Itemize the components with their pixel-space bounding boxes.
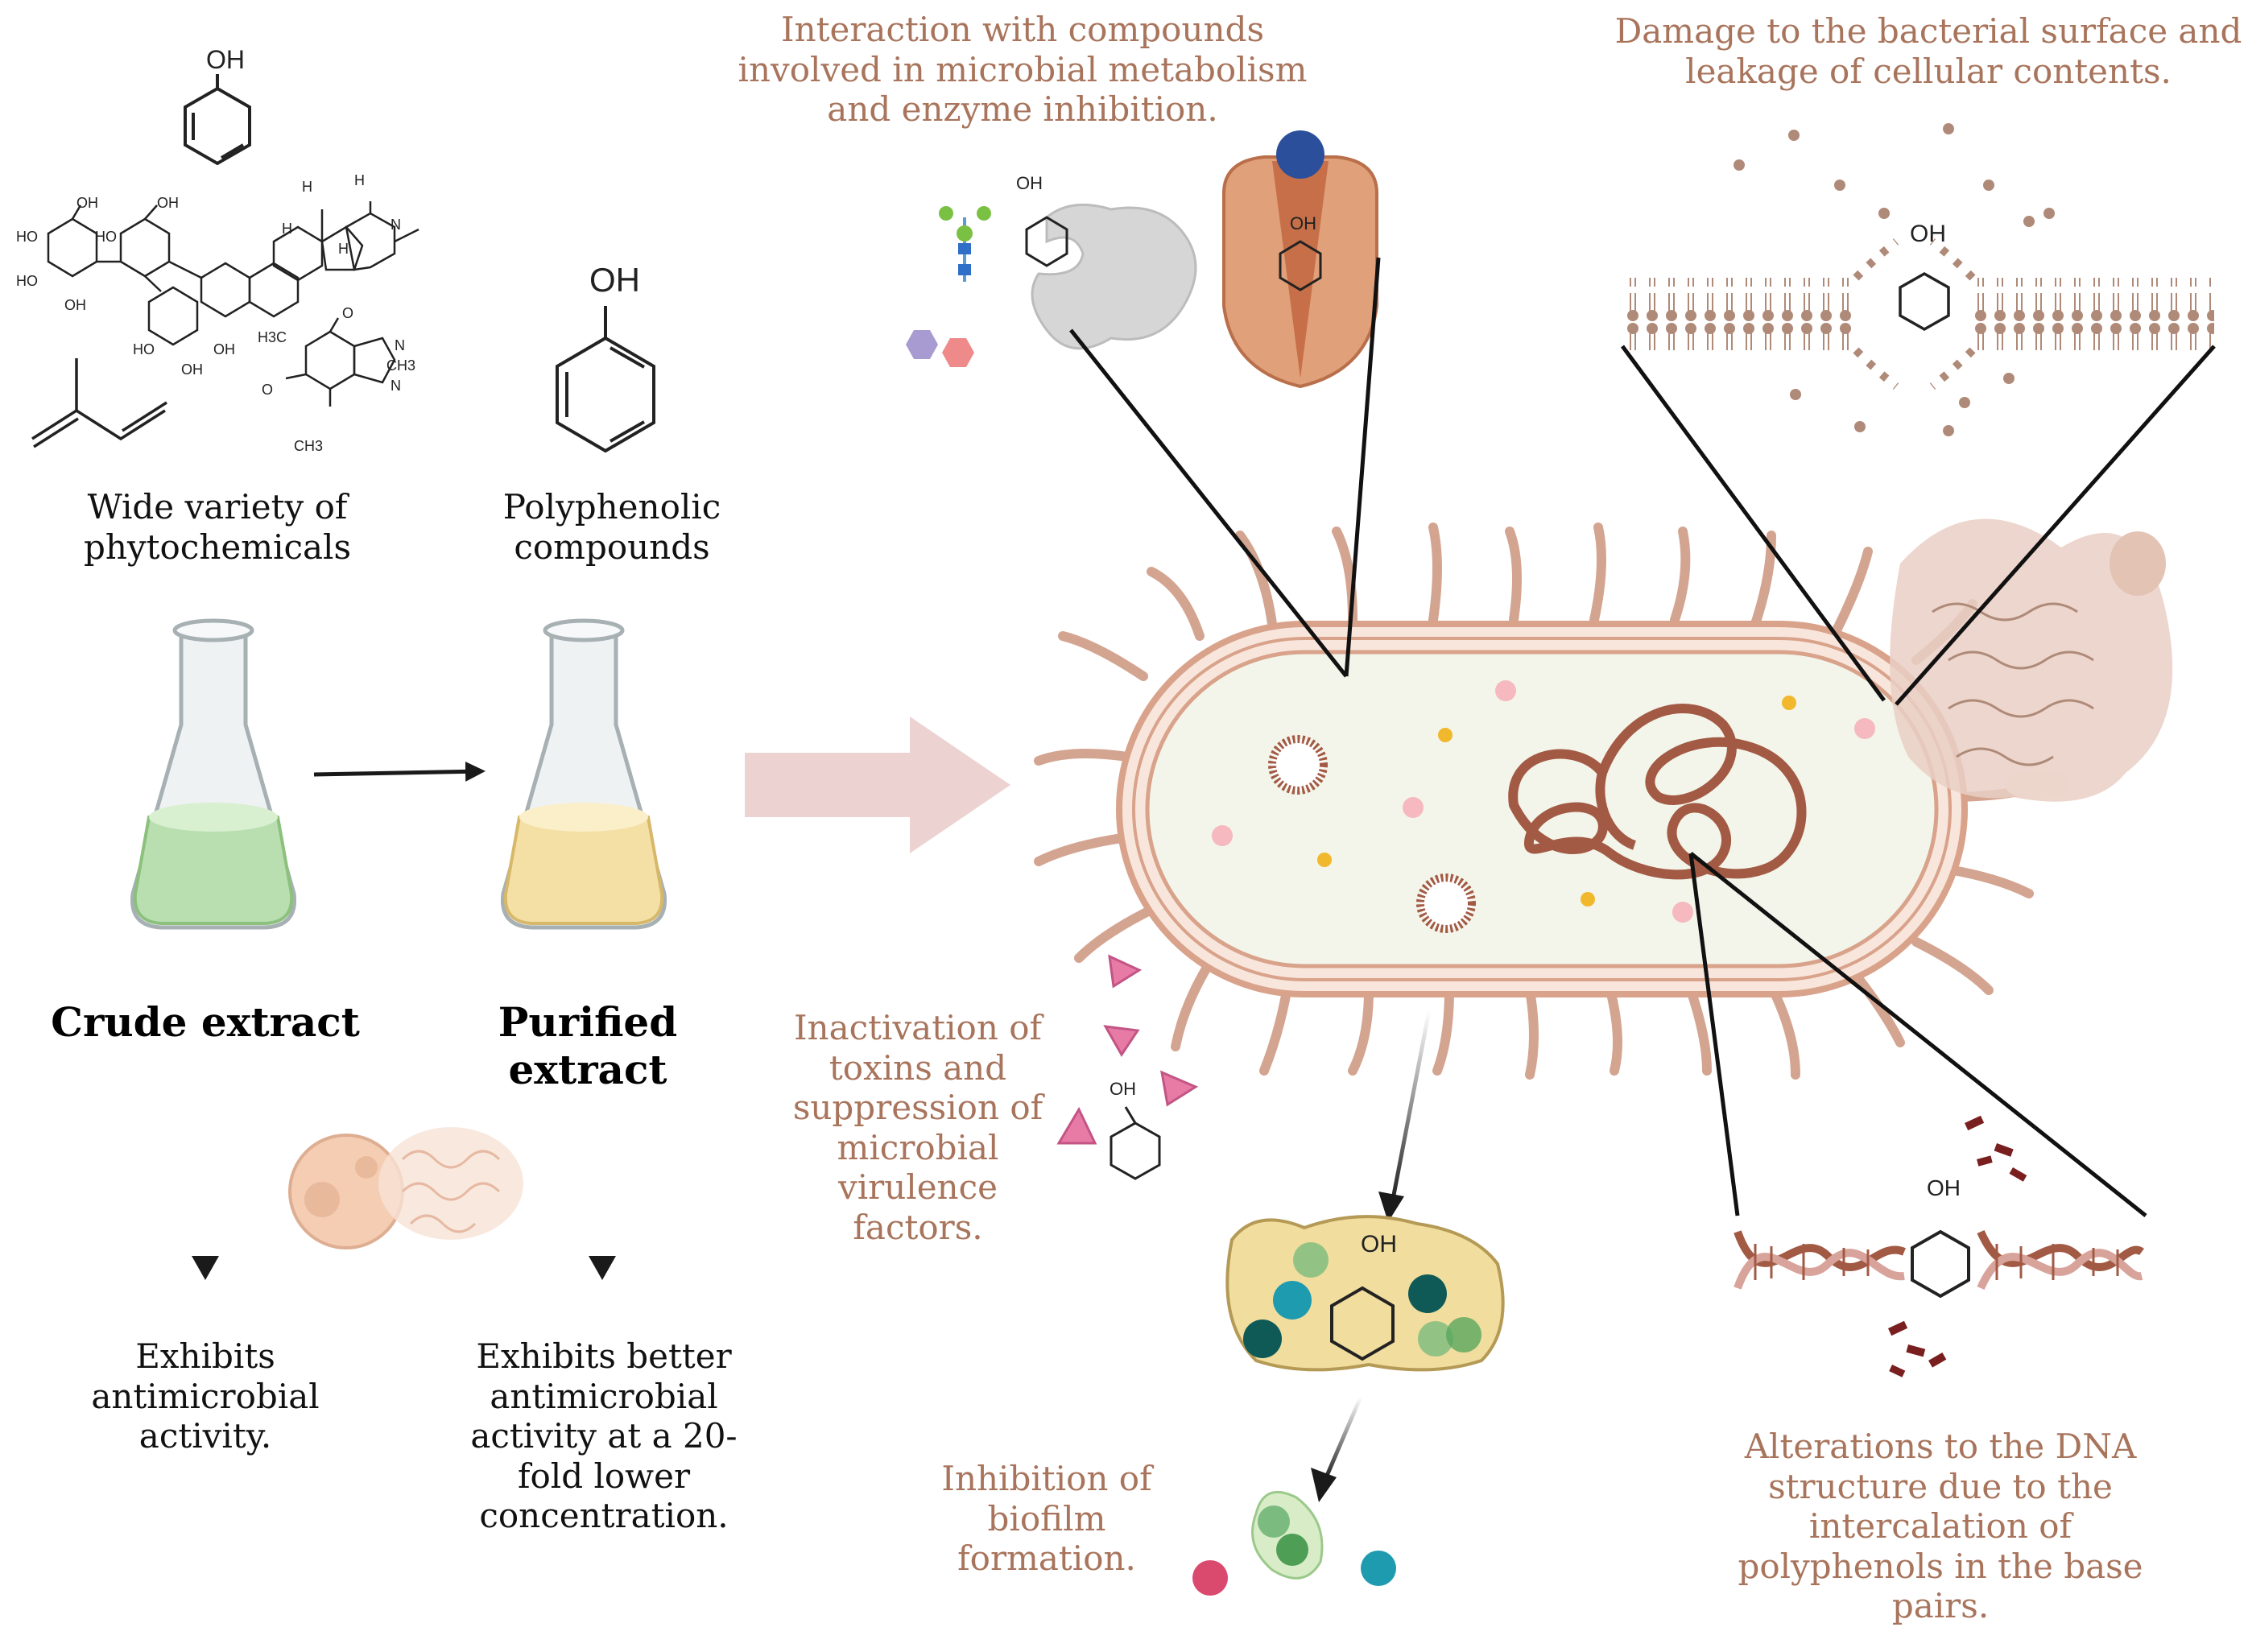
dispersed-bacteria bbox=[1192, 1490, 1396, 1596]
dna-helix-illustration bbox=[1734, 1229, 2144, 1299]
h3c-label: H3C bbox=[258, 329, 287, 345]
ch3-label: CH3 bbox=[386, 357, 415, 374]
leaking-cell-contents bbox=[1890, 518, 2173, 802]
bacterium-cytoplasm bbox=[1145, 650, 1939, 968]
cytoplasm-granules bbox=[1212, 680, 1875, 923]
oh-label: OH bbox=[1910, 221, 1946, 247]
n-label: N bbox=[391, 217, 401, 233]
oh-label: OH bbox=[213, 341, 235, 357]
ho-label: HO bbox=[16, 229, 38, 245]
crude-extract-flask bbox=[130, 618, 297, 930]
purified-extract-label: Purified extract bbox=[498, 998, 678, 1093]
toxin-inactivation-label: Inactivation of toxins and suppression o… bbox=[792, 1008, 1043, 1247]
lysing-cell-illustration bbox=[288, 1127, 523, 1249]
crude-extract-label: Crude extract bbox=[51, 998, 360, 1046]
ho-label: OH bbox=[157, 195, 179, 211]
phenol-oh-label: OH bbox=[206, 45, 245, 74]
polyphenol-structure bbox=[556, 306, 655, 453]
oh-label: OH bbox=[1110, 1079, 1136, 1099]
toxin-phenol bbox=[1110, 1106, 1161, 1180]
oh-label: OH bbox=[1016, 173, 1043, 193]
h-label: H bbox=[354, 172, 365, 188]
oh-label: OH bbox=[1927, 1175, 1961, 1200]
o-label: O bbox=[342, 305, 353, 321]
isoprene-structure bbox=[31, 358, 167, 448]
purified-extract-flask bbox=[500, 618, 667, 930]
biofilm-illustration: OH bbox=[1225, 1215, 1505, 1372]
phytochemicals-label: Wide variety of phytochemicals bbox=[83, 487, 352, 567]
vesicle bbox=[1268, 735, 1328, 795]
enzyme-interaction-illustration: OH OH bbox=[906, 130, 1378, 389]
purified-effect-text: Exhibits better antimicrobial activity a… bbox=[470, 1336, 738, 1536]
dna-alteration-label: Alterations to the DNA structure due to … bbox=[1738, 1427, 2143, 1626]
ho-label: OH bbox=[76, 195, 98, 211]
oh-label: OH bbox=[181, 361, 203, 378]
bacterium-flagella bbox=[1034, 522, 2034, 1080]
membrane-damage-illustration: OH bbox=[1622, 123, 2214, 436]
ho-label: HO bbox=[95, 229, 117, 245]
oh-label: OH bbox=[1361, 1231, 1397, 1258]
toxin-molecules bbox=[1056, 954, 1199, 1145]
caffeine-structure bbox=[285, 317, 396, 407]
biofilm-inhibition-label: Inhibition of biofilm formation. bbox=[941, 1459, 1152, 1579]
glycoalkaloid-structure bbox=[47, 201, 419, 346]
h-label: H bbox=[302, 179, 312, 195]
n-label: N bbox=[391, 378, 401, 394]
crude-to-purified-arrow bbox=[313, 761, 486, 782]
o-label: O bbox=[262, 382, 273, 398]
ch3-label: CH3 bbox=[294, 438, 323, 454]
big-transition-arrow bbox=[745, 717, 1010, 853]
h-label: H bbox=[282, 221, 292, 237]
h-label: H bbox=[338, 241, 349, 257]
membrane-damage-label: Damage to the bacterial surface and leak… bbox=[1614, 11, 2242, 91]
crude-effect-text: Exhibits antimicrobial activity. bbox=[91, 1336, 320, 1456]
oh-label: OH bbox=[64, 297, 86, 313]
n-label: N bbox=[395, 337, 405, 353]
polyphenolic-compounds-label: Polyphenolic compounds bbox=[502, 487, 721, 567]
phenol-structure-top bbox=[184, 74, 251, 166]
ho-label: HO bbox=[133, 341, 155, 357]
vesicle bbox=[1416, 873, 1476, 933]
dna-fragments bbox=[1888, 1115, 2027, 1377]
polyphenol-oh-label: OH bbox=[589, 261, 640, 299]
enzyme-inhibition-label: Interaction with compounds involved in m… bbox=[738, 10, 1308, 130]
nucleoid-dna bbox=[1508, 704, 1807, 880]
oh-label: OH bbox=[1290, 213, 1316, 233]
ho-label: HO bbox=[16, 273, 38, 289]
